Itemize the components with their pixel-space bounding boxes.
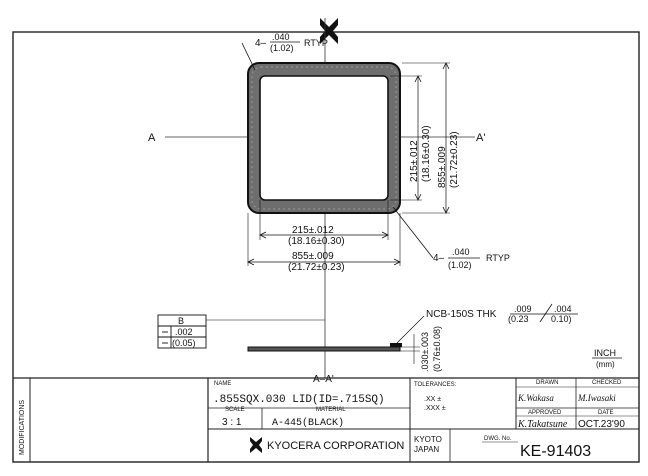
outer-dim-v-bot: (21.72±0.23) (449, 131, 460, 188)
seal-thk-top-a: .009 (514, 304, 532, 314)
kyocera-logo-icon-top (320, 18, 338, 44)
flatness-control-frame (157, 314, 207, 349)
flatness-value: .002 (175, 327, 193, 337)
inner-dim-h-bot: (18.16±0.30) (288, 236, 345, 247)
seal-thk-top-b: .004 (554, 304, 572, 314)
lid-cross-section (247, 346, 401, 352)
drawing-number-label: DWG. No. (484, 436, 512, 442)
flatness-datum-label: B (178, 316, 184, 326)
seal-leader (395, 315, 425, 345)
radius-den-top: (1.02) (270, 43, 294, 53)
radius-leader-bottom (392, 206, 434, 259)
seal-thk-bot-b: 0.10) (551, 314, 572, 324)
unit-mm: (mm) (596, 360, 615, 369)
radius-num-bottom: .040 (452, 247, 470, 257)
outer-dim-h-bot: (21.72±0.23) (288, 262, 345, 273)
tolerance-xx: .XX ± (424, 396, 441, 403)
lid-thickness-bot: (0.76±0.08) (432, 326, 442, 372)
lid-texture (251, 66, 397, 210)
sealant-layer (390, 343, 402, 347)
dim-arrows-h (247, 231, 401, 266)
material-label: MATERIAL (316, 407, 346, 413)
scale-value: 3 : 1 (222, 417, 242, 428)
tolerance-xxx: .XXX ± (424, 405, 446, 412)
outer-dim-h-top: 855±.009 (292, 251, 334, 262)
approved-signature: K.Takatsune (517, 419, 568, 430)
seal-thk-slash (539, 303, 553, 323)
drawn-label: DRAWN (536, 380, 558, 386)
radius-suffix-bottom: RTYP (486, 253, 510, 263)
kyocera-logo-icon-bottom (250, 437, 262, 453)
modifications-label: MODIFICATIONS (19, 400, 26, 455)
lid-thickness-top: .030±.003 (420, 332, 430, 372)
date-value: OCT.23'90 (578, 419, 625, 430)
title-block-grid (208, 378, 639, 462)
name-label: NAME (214, 381, 231, 387)
lid-inner-opening (259, 75, 389, 201)
radius-leader-top (241, 42, 256, 71)
radius-prefix-top: 4– (255, 38, 267, 49)
inner-dim-h-top: 215±.012 (292, 225, 334, 236)
drawn-signature: K.Wakasa (517, 393, 554, 403)
radius-den-bottom: (1.02) (448, 260, 472, 270)
tolerances-label: TOLERANCES: (414, 382, 457, 388)
radius-num-top: .040 (272, 32, 290, 42)
inner-dim-v-bot: (18.16±0.30) (421, 125, 432, 182)
section-mark-left: A (148, 132, 156, 144)
radius-prefix-bottom: 4– (433, 253, 445, 264)
outer-dim-v-top: 855±.009 (437, 146, 448, 188)
name-value: .855SQX.030 LID(ID=.715SQ) (213, 394, 385, 406)
section-caption: A–A' (313, 374, 334, 385)
drawing-number: KE-91403 (520, 443, 591, 460)
checked-label: CHECKED (592, 380, 622, 386)
seal-thk-bot-a: (0.23 (508, 314, 529, 324)
dim-arrows-v (414, 62, 450, 214)
flatness-value-metric: (0.05) (172, 338, 196, 348)
unit-inch: INCH (594, 348, 616, 358)
section-mark-right: A' (476, 132, 485, 144)
inner-dim-v-top: 215±.012 (409, 140, 420, 182)
approved-label: APPROVED (528, 410, 562, 416)
radius-suffix-top: RTYP (304, 38, 328, 48)
material-value: A-445(BLACK) (272, 417, 344, 429)
seal-material-label: NCB-150S THK (426, 309, 497, 320)
company-country: JAPAN (414, 445, 439, 454)
company-city: KYOTO (414, 435, 442, 444)
company-name: KYOCERA CORPORATION (267, 440, 404, 452)
checked-signature: M.Iwasaki (577, 393, 616, 403)
date-label: DATE (598, 410, 614, 416)
scale-label: SCALE (225, 407, 245, 413)
